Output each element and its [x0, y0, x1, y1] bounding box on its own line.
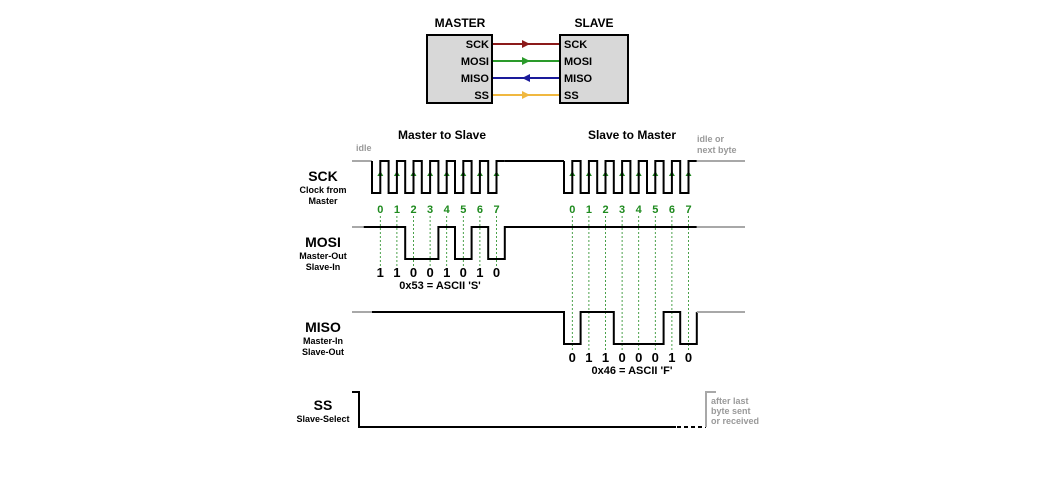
clock-index-s-7: 7: [685, 204, 691, 216]
miso-value: 0x46 = ASCII 'F': [592, 365, 673, 377]
arrow-sck: [522, 40, 530, 48]
mosi-bit-0: 1: [377, 265, 384, 280]
mosi-desc-1: Master-Out: [299, 251, 347, 261]
mosi-bit-1: 1: [393, 265, 400, 280]
clock-index-s-3: 3: [619, 204, 625, 216]
miso-bit-5: 0: [652, 350, 659, 365]
slave-pin-ss: SS: [564, 90, 579, 102]
master-pin-ss: SS: [474, 90, 489, 102]
clock-guides: [377, 171, 692, 351]
sck-desc-2: Master: [308, 196, 338, 206]
master-box: [426, 34, 493, 104]
mosi-line: [363, 226, 697, 260]
miso-bit-0: 0: [569, 350, 576, 365]
ss-return-high: [705, 391, 716, 427]
miso-bit-4: 0: [635, 350, 642, 365]
clock-index-s-5: 5: [652, 204, 658, 216]
mosi-bit-6: 1: [476, 265, 483, 280]
clock-index-m-5: 5: [460, 204, 466, 216]
clock-index-m-1: 1: [394, 204, 400, 216]
miso-desc-1: Master-In: [303, 336, 343, 346]
arrow-mosi: [522, 57, 530, 65]
clock-index-m-3: 3: [427, 204, 433, 216]
mosi-bit-5: 0: [460, 265, 467, 280]
clock-index-s-6: 6: [669, 204, 675, 216]
pin-connections: SCK SCK MOSI MOSI MISO MISO SS SS: [461, 39, 593, 102]
mosi-bit-3: 0: [426, 265, 433, 280]
after-last-label-2: byte sent: [711, 406, 751, 416]
slave-pin-mosi: MOSI: [564, 56, 592, 68]
arrow-miso: [522, 74, 530, 82]
mosi-bit-7: 0: [493, 265, 500, 280]
sck-desc-1: Clock from: [299, 185, 346, 195]
ss-desc-1: Slave-Select: [296, 414, 349, 424]
miso-bit-3: 0: [618, 350, 625, 365]
mosi-desc-2: Slave-In: [306, 262, 341, 272]
ss-name: SS: [314, 397, 333, 413]
clock-index-s-4: 4: [636, 204, 643, 216]
idle-label: idle: [356, 143, 372, 153]
miso-name: MISO: [305, 319, 341, 335]
miso-bit-1: 1: [585, 350, 592, 365]
master-pin-mosi: MOSI: [461, 56, 489, 68]
clock-index-m-2: 2: [410, 204, 416, 216]
clock-index-s-2: 2: [602, 204, 608, 216]
slave-box: [559, 34, 629, 104]
sck-burst-2: [563, 160, 697, 194]
after-last-label-1: after last: [711, 396, 749, 406]
after-last-label-3: or received: [711, 416, 759, 426]
slave-pin-sck: SCK: [564, 39, 587, 51]
clock-index-s-1: 1: [586, 204, 592, 216]
miso-line: [372, 311, 698, 345]
miso-desc-2: Slave-Out: [302, 347, 344, 357]
mosi-bit-4: 1: [443, 265, 450, 280]
clock-index-m-0: 0: [377, 204, 383, 216]
master-pin-miso: MISO: [461, 73, 490, 85]
ss-line: [352, 391, 676, 428]
miso-bit-6: 1: [668, 350, 675, 365]
master-label: MASTER: [435, 16, 486, 30]
master-pin-sck: SCK: [466, 39, 489, 51]
clock-index-m-7: 7: [493, 204, 499, 216]
arrow-ss: [522, 91, 530, 99]
idle-or-next-label-2: next byte: [697, 145, 737, 155]
miso-bit-2: 1: [602, 350, 609, 365]
mosi-value: 0x53 = ASCII 'S': [399, 280, 481, 292]
sck-name: SCK: [308, 168, 338, 184]
signal-labels: SCK Clock from Master MOSI Master-Out Sl…: [296, 168, 349, 424]
clock-index-s-0: 0: [569, 204, 575, 216]
sck-waveform: [352, 160, 745, 194]
ss-waveform: [352, 391, 716, 428]
slave-label: SLAVE: [574, 16, 613, 30]
mosi-name: MOSI: [305, 234, 341, 250]
sck-burst-1: [371, 160, 505, 194]
clock-index-m-4: 4: [444, 204, 451, 216]
block-diagram: MASTER SLAVE SCK SCK MOSI MOSI MISO MISO SS SS: [426, 16, 629, 104]
clock-index-m-6: 6: [477, 204, 483, 216]
slave-pin-miso: MISO: [564, 73, 593, 85]
idle-or-next-label-1: idle or: [697, 134, 725, 144]
phase-master-to-slave: Master to Slave: [398, 128, 486, 142]
miso-bit-7: 0: [685, 350, 692, 365]
phase-slave-to-master: Slave to Master: [588, 128, 676, 142]
mosi-bit-2: 0: [410, 265, 417, 280]
